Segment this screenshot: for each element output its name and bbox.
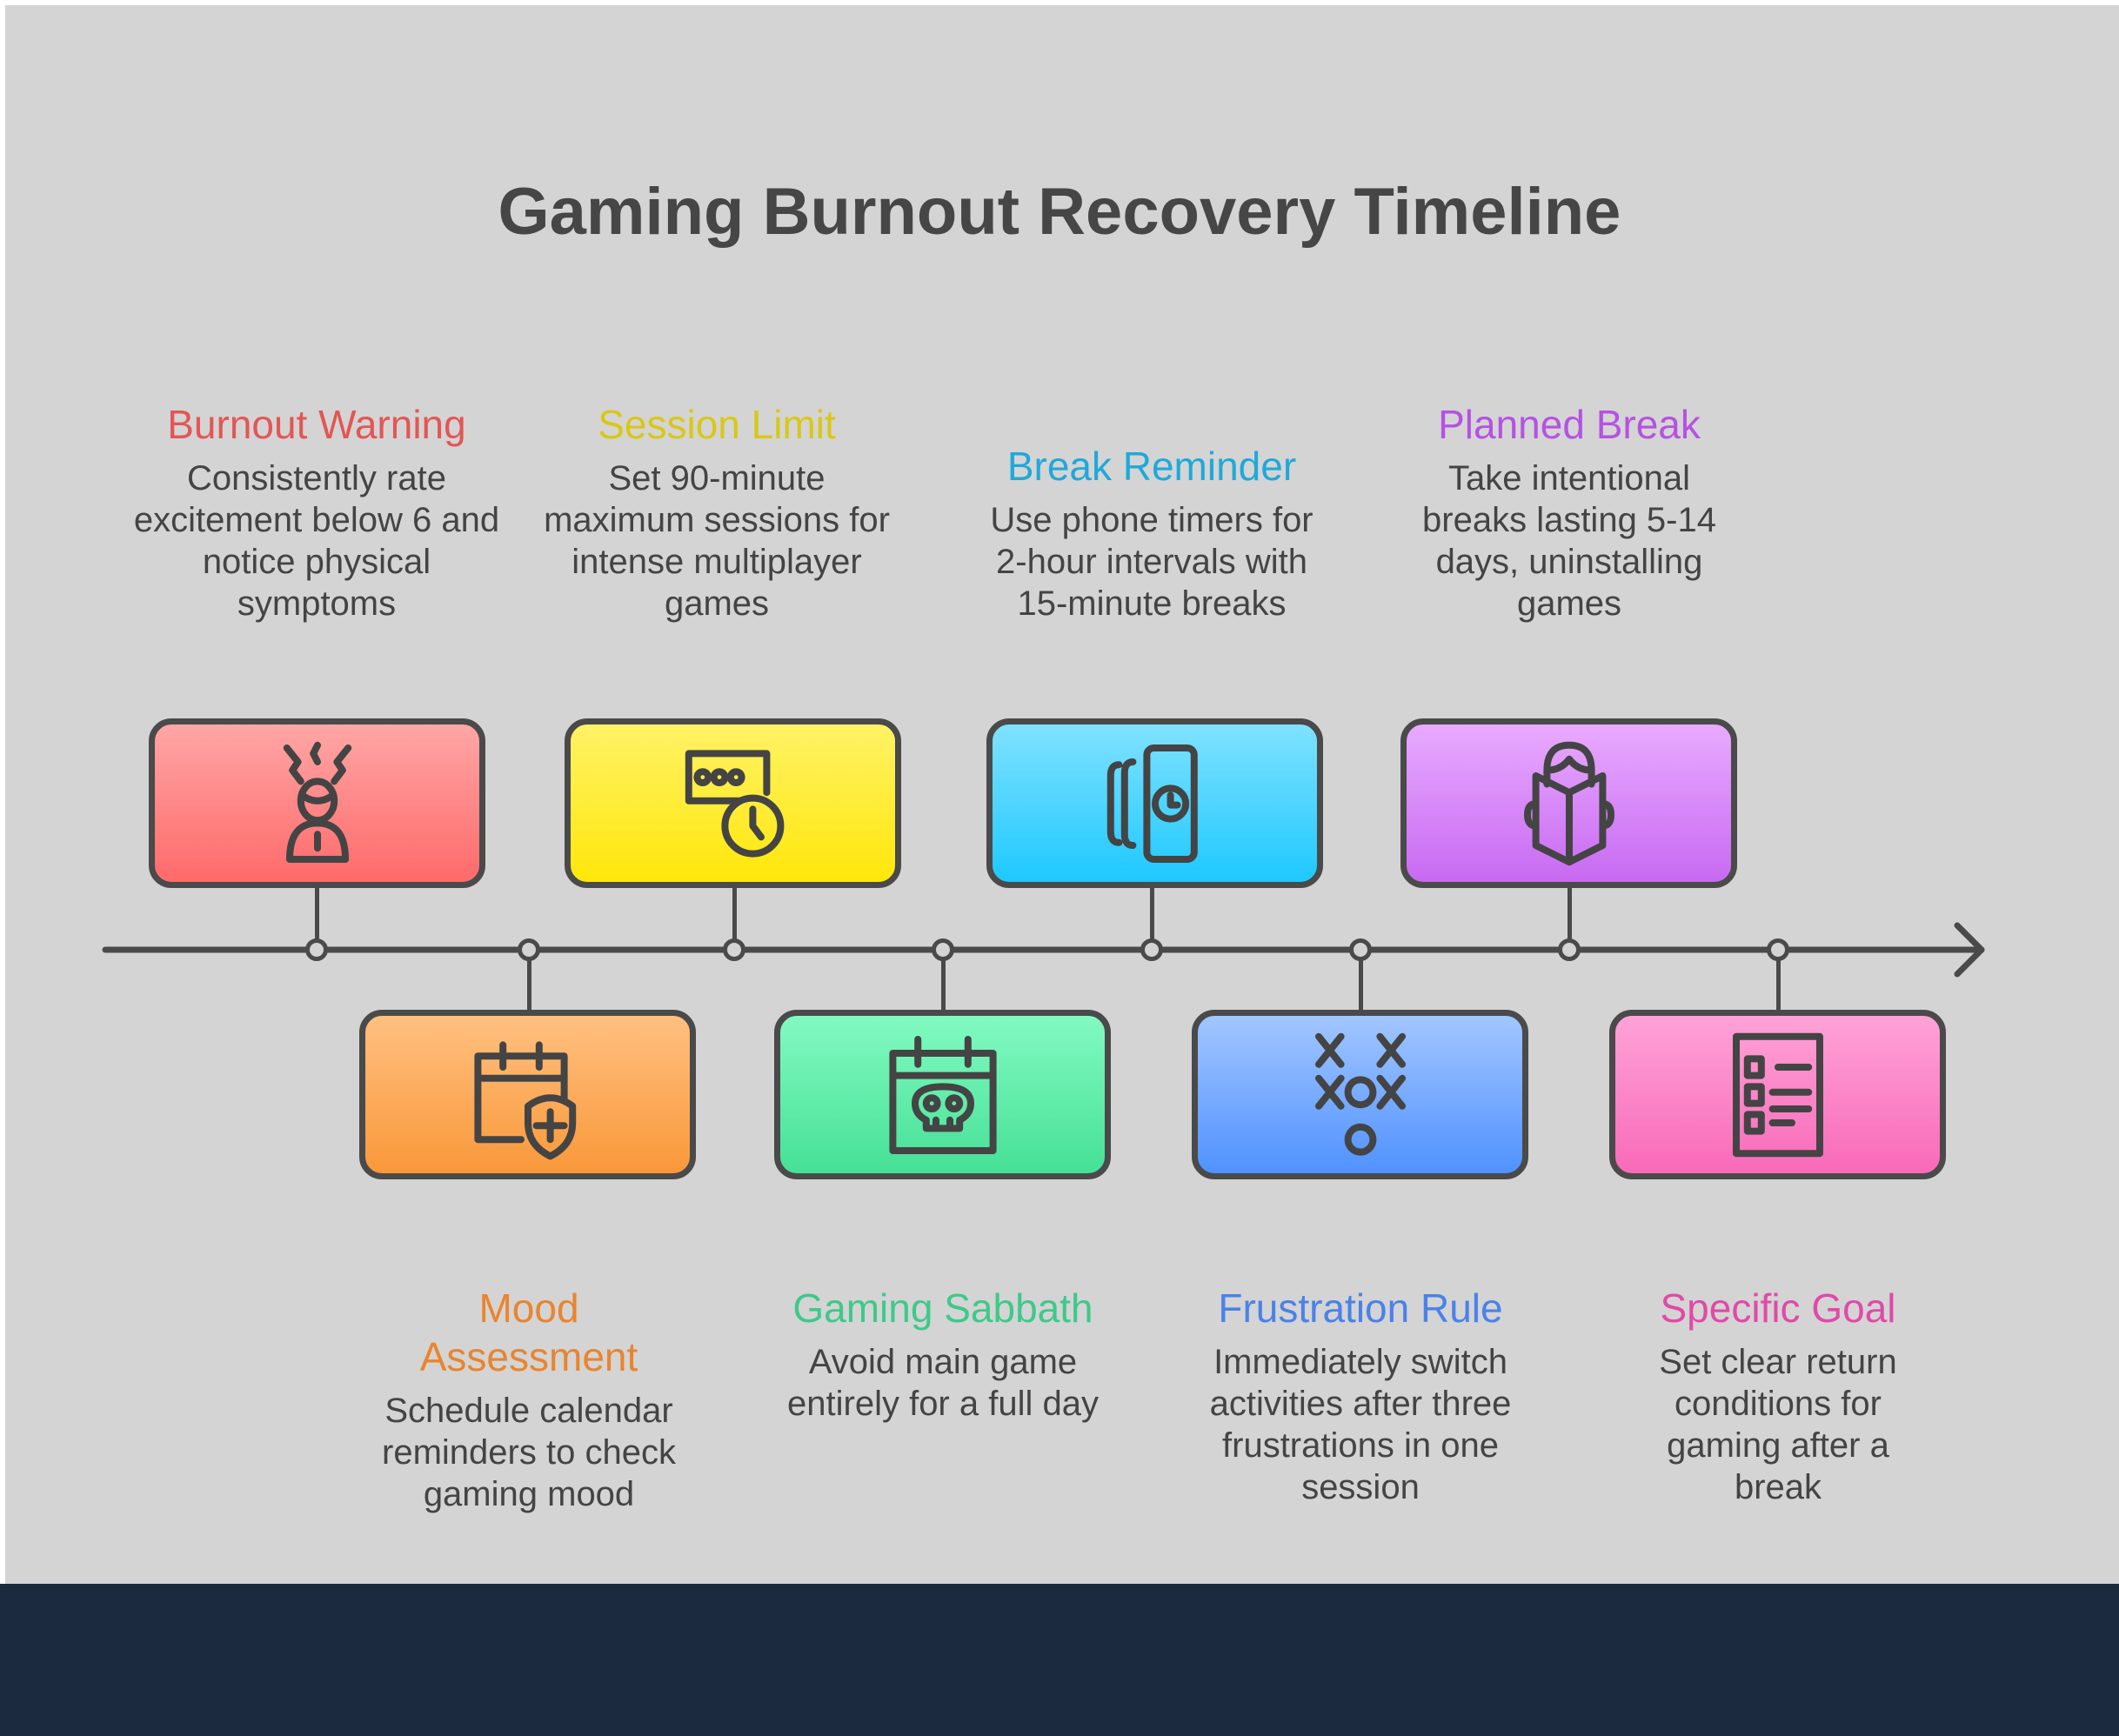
step-text-mood-assessment: Mood Assessment Schedule calendar remind… [355,1284,703,1515]
connector [732,888,737,940]
step-text-gaming-sabbath: Gaming Sabbath Avoid main game entirely … [786,1284,1100,1425]
session-timer-icon [685,749,784,858]
step-text-specific-goal: Specific Goal Set clear return condition… [1626,1284,1930,1508]
timeline-dot [1767,938,1789,961]
step-description: Consistently rate excitement below 6 and… [133,459,500,623]
timeline-dot [1349,938,1372,961]
step-description: Take intentional breaks lasting 5-14 day… [1422,459,1716,623]
step-label: Mood Assessment [419,1285,638,1379]
step-description: Use phone timers for 2-hour intervals wi… [990,501,1314,623]
connector [1150,888,1154,940]
reading-person-icon [1523,741,1614,865]
step-card-gaming-sabbath [774,1010,1111,1179]
connector [941,960,946,1012]
connector [1568,888,1572,940]
stressed-person-icon [283,741,351,863]
connector [527,960,531,1012]
timeline-dot [723,938,745,961]
step-description: Schedule calendar reminders to check gam… [382,1392,676,1513]
step-card-planned-break [1400,718,1737,888]
timeline-dot [305,938,328,961]
step-card-break-reminder [986,718,1323,888]
timeline-dot [1558,938,1581,961]
step-card-specific-goal [1609,1010,1946,1179]
connector [1359,960,1363,1012]
step-card-session-limit [565,718,901,888]
step-label: Session Limit [598,402,836,447]
step-text-planned-break: Planned Break Take intentional breaks la… [1404,400,1735,624]
step-label: Gaming Sabbath [792,1285,1093,1331]
calendar-shield-icon [473,1040,576,1159]
step-label: Frustration Rule [1218,1285,1503,1331]
phone-timer-icon [1106,744,1198,863]
checklist-icon [1732,1032,1823,1157]
step-label: Planned Break [1438,402,1701,447]
step-text-frustration-rule: Frustration Rule Immediately switch acti… [1204,1284,1517,1508]
step-description: Set 90-minute maximum sessions for inten… [544,459,890,623]
step-label: Break Reminder [1006,444,1297,489]
tic-tac-toe-icon [1314,1032,1406,1156]
page-title: Gaming Burnout Recovery Timeline [498,175,1621,249]
calendar-skull-icon [888,1035,997,1154]
step-description: Immediately switch activities after thre… [1209,1343,1512,1506]
step-text-burnout-warning: Burnout Warning Consistently rate excite… [125,400,508,624]
step-text-break-reminder: Break Reminder Use phone timers for 2-ho… [986,442,1317,624]
step-description: Avoid main game entirely for a full day [787,1343,1099,1423]
step-description: Set clear return conditions for gaming a… [1659,1343,1897,1506]
footer-bar [0,1584,2119,1736]
step-label: Specific Goal [1660,1285,1896,1331]
step-label: Burnout Warning [167,402,466,447]
timeline-dot [932,938,954,961]
step-card-burnout-warning [149,718,485,888]
arrow-head-icon [1954,922,1985,978]
step-card-mood-assessment [359,1010,696,1179]
timeline-dot [518,938,540,961]
connector [315,888,319,940]
connector [1776,960,1781,1012]
timeline-dot [1140,938,1163,961]
step-text-session-limit: Session Limit Set 90-minute maximum sess… [543,400,891,624]
step-card-frustration-rule [1192,1010,1528,1179]
